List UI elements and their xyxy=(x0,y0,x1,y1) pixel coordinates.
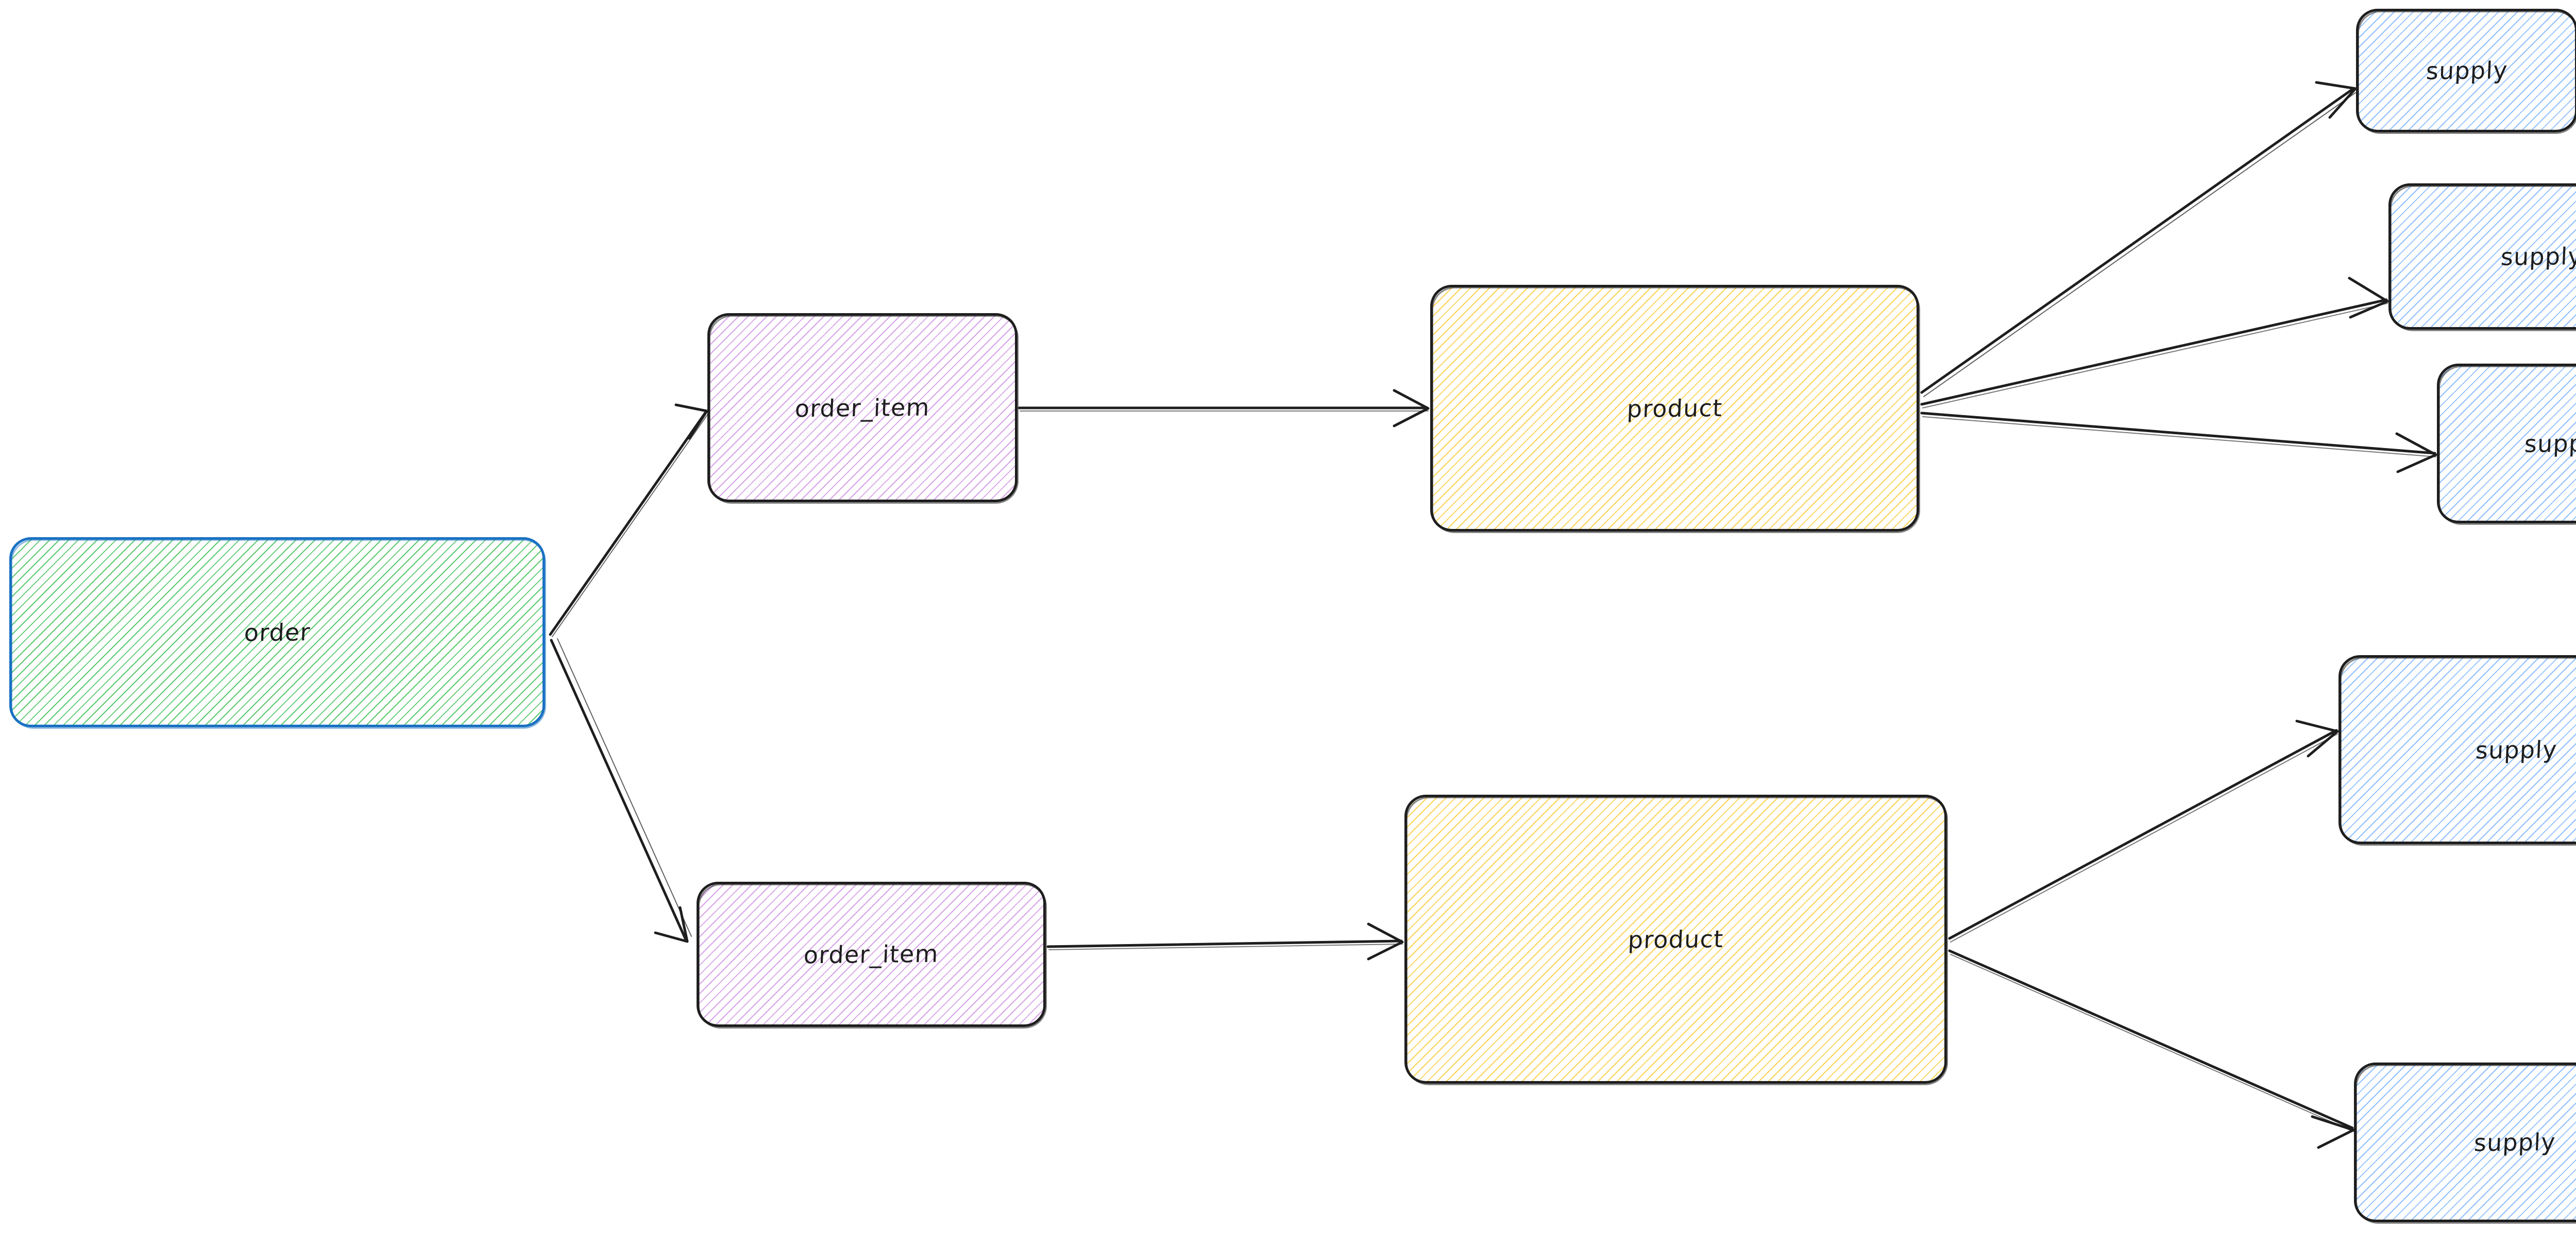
node-label-supply-5: supply xyxy=(2473,1128,2556,1157)
node-supply-3[interactable]: supply xyxy=(2437,364,2576,525)
edge-order-item-1-to-product-1[interactable] xyxy=(1018,389,1430,427)
product-1-fill xyxy=(1430,285,1919,532)
node-label-supply-1: supply xyxy=(2425,56,2509,85)
node-order[interactable]: order xyxy=(9,537,546,729)
edge-product-1-to-supply-3[interactable] xyxy=(1920,412,2437,473)
node-order-item-1[interactable]: order_item xyxy=(707,313,1019,504)
node-label-supply-2: supply xyxy=(2500,242,2576,271)
node-supply-4[interactable]: supply xyxy=(2338,655,2576,846)
supply-3-fill xyxy=(2437,364,2576,523)
order-item-2-fill xyxy=(697,882,1046,1027)
supply-1-fill xyxy=(2356,9,2576,132)
node-label-order-item-1: order_item xyxy=(794,393,930,422)
node-product-1[interactable]: product xyxy=(1430,285,1920,533)
order-item-1-fill xyxy=(707,313,1018,502)
edge-order-to-order-item-2[interactable] xyxy=(550,638,692,943)
edge-product-1-to-supply-2[interactable] xyxy=(1920,277,2389,408)
edge-product-2-to-supply-5[interactable] xyxy=(1948,949,2355,1149)
supply-4-fill xyxy=(2338,655,2576,844)
product-2-fill xyxy=(1404,795,1947,1084)
node-supply-2[interactable]: supply xyxy=(2388,183,2576,331)
edge-order-item-2-to-product-2[interactable] xyxy=(1046,922,1404,961)
node-label-order-item-2: order_item xyxy=(803,939,939,969)
node-label-supply-4: supply xyxy=(2475,735,2558,764)
order-fill xyxy=(9,537,545,727)
node-supply-1[interactable]: supply xyxy=(2356,9,2576,134)
edge-product-1-to-supply-1[interactable] xyxy=(1920,81,2357,397)
supply-5-fill xyxy=(2354,1063,2576,1222)
node-label-product-1: product xyxy=(1626,393,1723,423)
node-label-order: order xyxy=(243,618,311,647)
edge-product-2-to-supply-4[interactable] xyxy=(1948,720,2339,943)
node-label-product-2: product xyxy=(1627,924,1724,954)
supply-2-fill xyxy=(2388,183,2576,330)
edge-order-to-order-item-1[interactable] xyxy=(549,403,708,637)
node-label-supply-3: supply xyxy=(2523,429,2576,458)
node-order-item-2[interactable]: order_item xyxy=(697,882,1047,1029)
node-supply-5[interactable]: supply xyxy=(2354,1063,2576,1224)
node-product-2[interactable]: product xyxy=(1404,795,1948,1085)
